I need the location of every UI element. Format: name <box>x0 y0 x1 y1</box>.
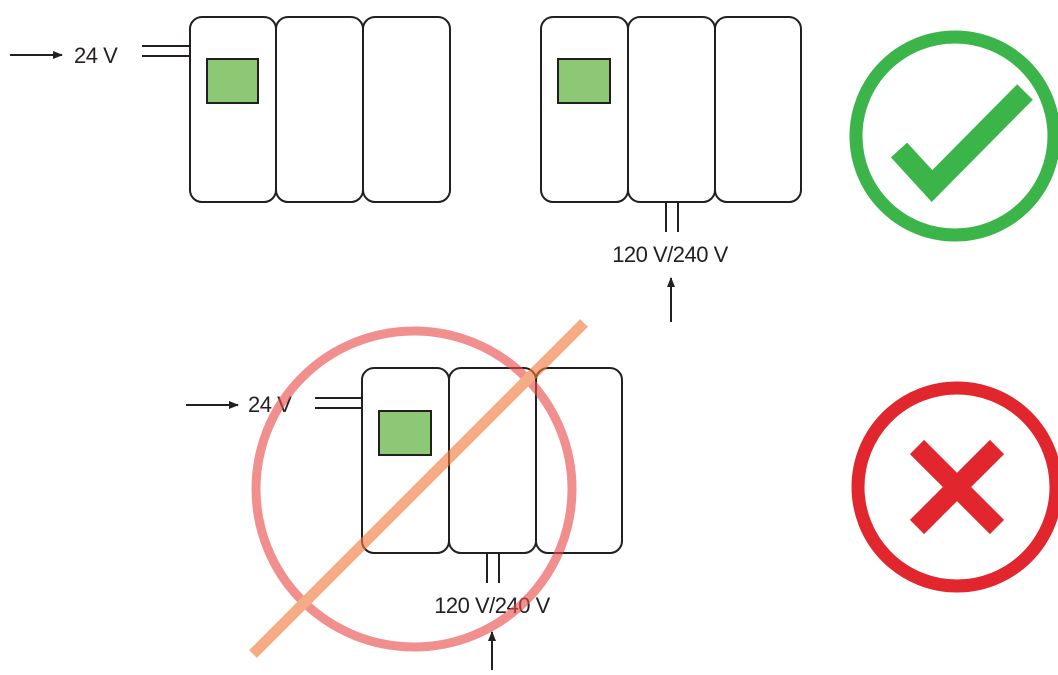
rack-module-2 <box>448 367 537 554</box>
incorrect-shared-rack: 24 V 120 V/240 V <box>186 367 623 672</box>
check-mark-icon <box>849 30 1058 242</box>
rack-module-1 <box>540 16 629 203</box>
rack-module-2 <box>627 16 716 203</box>
rack-module-3 <box>714 16 802 203</box>
rack-module-3 <box>535 367 623 554</box>
plc-indicator <box>206 58 259 104</box>
correct-120-240v-rack: 120 V/240 V <box>540 16 802 322</box>
rack-module-3 <box>362 16 451 203</box>
120-240v-supply-label: 120 V/240 V <box>612 242 728 267</box>
rack-module-1 <box>189 16 277 203</box>
plc-indicator <box>378 410 432 456</box>
plc-indicator <box>557 58 611 104</box>
24v-supply-label: 24 V <box>74 43 118 68</box>
prohibition-sign-icon <box>249 319 588 658</box>
rack-module-2 <box>275 16 364 203</box>
x-mark-icon <box>851 381 1058 593</box>
correct-24v-rack: 24 V <box>10 16 451 203</box>
